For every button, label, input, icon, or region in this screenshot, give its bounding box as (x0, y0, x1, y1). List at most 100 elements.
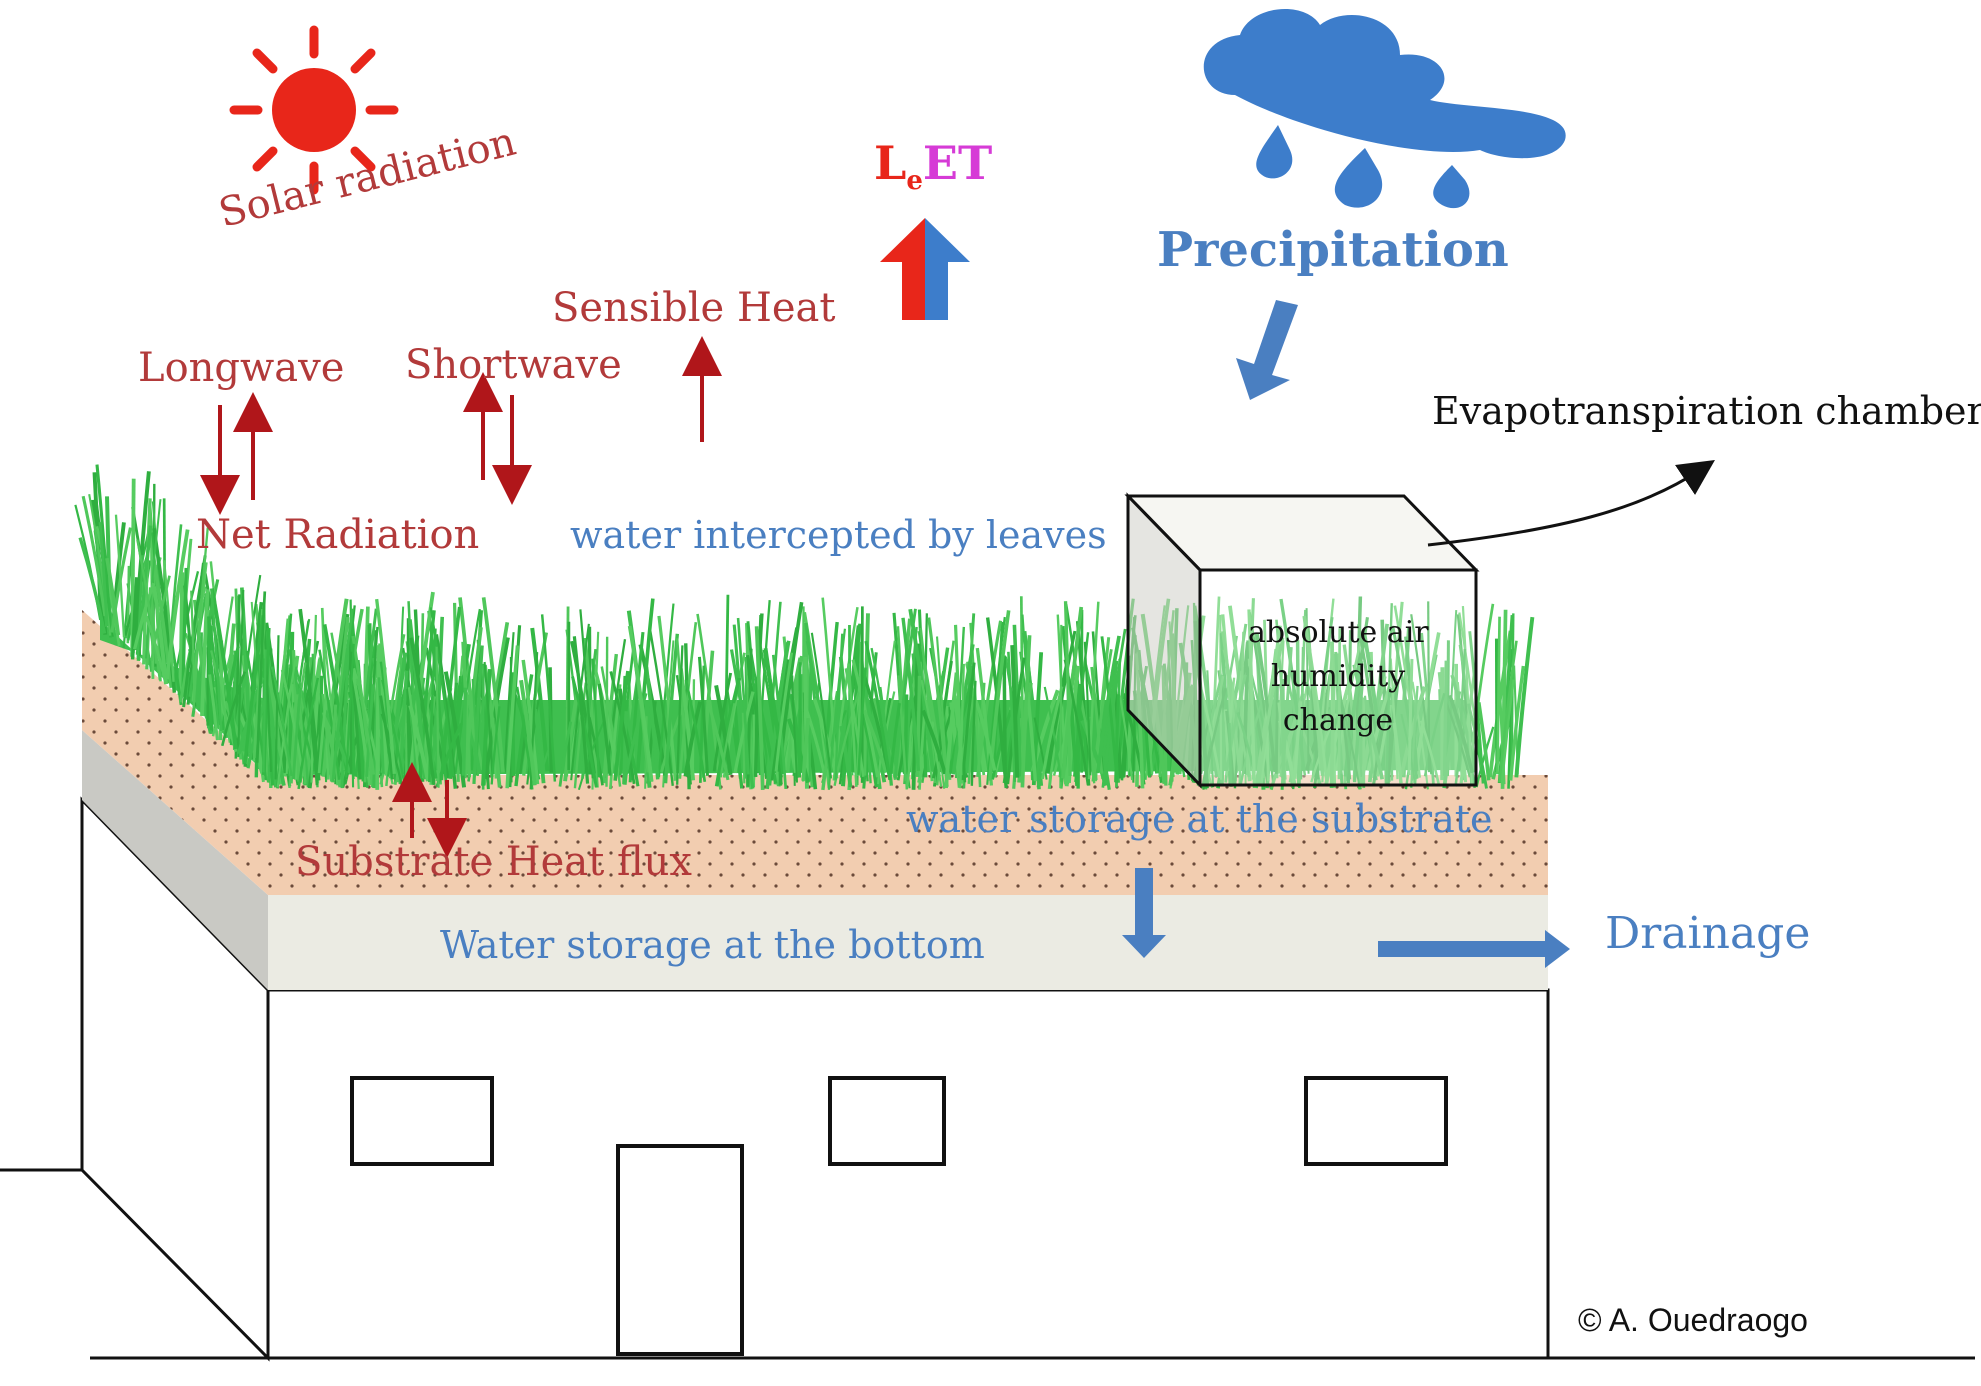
grass-blade (136, 539, 161, 681)
grass-blade (733, 691, 755, 774)
grass-blade (961, 662, 976, 781)
grass-blade (379, 695, 394, 780)
grass-blade (986, 616, 1006, 785)
grass-blade (133, 582, 156, 650)
grass-blade (920, 645, 946, 789)
grass-blade (255, 591, 267, 763)
grass-blade (461, 687, 468, 776)
grass-blade (609, 671, 636, 785)
grass-blade (1238, 631, 1245, 785)
grass-blade (624, 692, 648, 775)
grass-blade (356, 678, 376, 775)
grass-blade (563, 694, 579, 782)
grass-blade (597, 683, 612, 776)
grass-blade (1450, 674, 1477, 773)
leet-label: LeET (874, 140, 992, 194)
grass-blade (406, 688, 411, 790)
water-intercepted-label: water intercepted by leaves (570, 513, 1107, 557)
grass-blade (318, 649, 341, 780)
grass-blade (1007, 651, 1017, 782)
grass-blade (1448, 694, 1475, 774)
grass-blade (889, 702, 901, 774)
precipitation-label: Precipitation (1157, 222, 1509, 278)
grass-blade (365, 684, 375, 777)
grass-blade (1363, 695, 1375, 774)
grass-blade (1498, 640, 1518, 783)
grass-blade (1095, 635, 1121, 774)
grass-blade (675, 638, 688, 775)
grass-blade (409, 591, 435, 771)
grass-blade (1090, 666, 1104, 774)
grass-blade (970, 680, 977, 786)
grass-blade (521, 659, 540, 785)
grass-blade (1239, 704, 1263, 785)
grass-blade (821, 597, 838, 772)
grass-blade (757, 600, 771, 772)
substrate-heat-flux-label: Substrate Heat flux (295, 839, 692, 885)
grass-blade (1477, 702, 1491, 781)
grass-blade (1352, 679, 1365, 783)
grass-blade (850, 623, 862, 772)
grass-blade (210, 588, 238, 750)
grass-blade (1247, 609, 1257, 789)
grass-blade (540, 614, 557, 782)
grass-blade (377, 677, 386, 774)
grass-blade (271, 666, 293, 777)
grass-blade (276, 659, 297, 788)
grass-blade (220, 671, 247, 747)
grass-blade (701, 650, 715, 778)
grass-blade (114, 514, 126, 638)
window-right (1304, 1076, 1448, 1166)
grass-blade (1280, 647, 1293, 790)
chamber-pointer-arrow (1427, 460, 1715, 547)
grass-blade (774, 652, 794, 772)
grass-blade (705, 699, 730, 781)
grass-blade (262, 649, 267, 773)
water-arrows (1122, 868, 1570, 968)
sun-icon (229, 25, 399, 195)
copyright-label: © A. Ouedraogo (1578, 1302, 1808, 1338)
grass-blade (901, 617, 921, 772)
grass-blade (741, 712, 746, 784)
grass-blade (1083, 641, 1092, 776)
grass-blade (1457, 648, 1467, 772)
sensible-heat-label: Sensible Heat (552, 285, 836, 331)
grass-blade (162, 498, 167, 674)
grass-blade (1399, 686, 1427, 776)
grass-blade (678, 622, 698, 779)
grass-blade (657, 603, 675, 778)
grass-blade (573, 682, 587, 789)
grass-blade (151, 559, 174, 689)
grass-blade (1337, 628, 1342, 780)
grass-blade (719, 702, 736, 778)
grass-blade (572, 636, 590, 784)
grass-blade (1385, 603, 1393, 783)
longwave-label: Longwave (138, 345, 345, 391)
grass-blade (1427, 601, 1431, 773)
grass-blade (1279, 598, 1306, 772)
bottom-layer-front (268, 895, 1548, 990)
grass-blade (1250, 674, 1273, 772)
grass-layer (74, 464, 1535, 791)
grass-blade (435, 646, 440, 788)
grass-blade (162, 560, 175, 682)
grass-blade (105, 557, 121, 636)
grass-blade (1310, 713, 1338, 783)
grass-blade (1043, 686, 1063, 783)
grass-blade (1225, 674, 1247, 772)
evapotranspiration-chamber-box (1124, 492, 1480, 789)
grass-blade (571, 676, 598, 788)
grass-blade (519, 679, 537, 786)
grass-blade (243, 615, 265, 764)
grass-blade (1442, 660, 1448, 776)
grass-blade (345, 643, 355, 778)
grass-blade (1475, 726, 1495, 788)
precipitation-arrow (1236, 300, 1298, 400)
grass-blade (1257, 637, 1285, 785)
grass-blade (1045, 659, 1070, 774)
grass-blade (1255, 632, 1277, 773)
grass-blade (583, 637, 599, 788)
grass-blade (762, 649, 786, 775)
